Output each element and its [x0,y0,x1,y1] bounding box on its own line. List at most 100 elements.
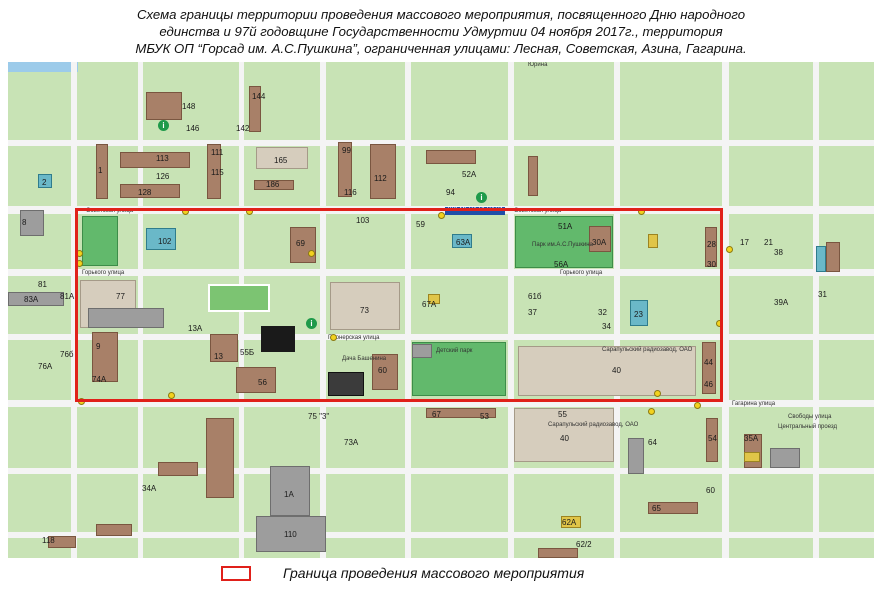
road-marksa [813,62,819,558]
building [120,152,190,168]
stop-marker[interactable] [716,320,723,327]
building [120,184,180,198]
building [338,142,352,197]
title-line-3: МБУК ОП “Горсад им. А.С.Пушкина”, ограни… [135,41,747,56]
street-gagarina: Гагарина улица [732,401,776,407]
place-det-park: Детский парк [436,348,473,354]
place-radiozavod-2: Сарапульский радиозавод, ОАО [548,422,639,428]
building [96,144,108,199]
road-h1 [8,140,874,146]
building-label: 60 [378,366,387,375]
building-label: 81 [38,280,47,289]
stop-marker[interactable] [694,402,701,409]
building [370,144,396,199]
building [428,294,440,304]
building-label: 63А [456,238,471,247]
building-label: 146 [186,124,200,133]
building-label: 186 [266,180,280,189]
stop-marker[interactable] [330,334,337,341]
building-label: 23 [634,310,643,319]
stop-marker[interactable] [168,392,175,399]
building-label: 144 [252,92,266,101]
park-left [82,216,118,266]
building-label: 32 [598,308,607,317]
stop-marker[interactable] [76,260,83,267]
building-label: 34 [602,322,611,331]
building [412,344,432,358]
stop-marker[interactable] [182,208,189,215]
building-label: 73 [360,306,369,315]
place-park-pushkin: Парк им.А.С.Пушкина [532,242,593,248]
city-map[interactable]: 148 146 113 126 128 111 115 165 186 2 1 … [8,62,874,558]
building [92,332,118,382]
building-label: 69 [296,239,305,248]
building [8,292,64,306]
building [330,282,400,330]
building [48,536,76,548]
road-lesnaya [71,62,77,558]
info-icon[interactable]: i [158,120,169,131]
building-label: 64 [648,438,657,447]
building-label: 110 [284,530,297,539]
park-det [412,342,506,396]
building-label: 99 [342,146,351,155]
building-label: 55 [558,410,567,419]
stop-marker[interactable] [654,390,661,397]
building-label: 40 [560,434,569,443]
building [254,180,294,190]
building [249,86,261,132]
building-label: 56 [258,378,267,387]
road-pionerskaya [8,334,874,340]
building-label: 37 [528,308,537,317]
info-icon[interactable]: i [476,192,487,203]
building-label: 1А [284,490,294,499]
building-label: 81А [60,292,75,301]
building [518,346,696,396]
building-label: 67А [422,300,437,309]
building-label: 67 [432,410,441,419]
building-label: 2 [42,178,47,187]
building-label: 30А [592,238,607,247]
info-icon[interactable]: i [306,318,317,329]
legend-swatch [221,566,251,581]
building [210,334,238,362]
stop-marker[interactable] [638,208,645,215]
building [256,147,308,169]
road-v4 [320,62,326,558]
title-line-1: Схема границы территории проведения масс… [136,7,746,22]
building-label: 56А [554,260,569,269]
stadium [208,284,270,312]
building-label: 128 [138,188,152,197]
building-label: 61б [528,292,542,301]
building-label: 40 [612,366,621,375]
building [426,150,476,164]
stop-marker[interactable] [246,208,253,215]
building [702,342,716,394]
building [705,227,717,267]
stop-marker[interactable] [78,398,85,405]
road-gorkogo [8,269,874,276]
building-label: 8 [22,218,27,227]
stop-marker[interactable] [308,250,315,257]
building [146,92,182,120]
building-label: 165 [274,156,288,165]
stop-marker[interactable] [648,408,655,415]
building [648,234,658,248]
street-pionerskaya: Пионерская улица [328,335,380,341]
building-label: 65 [652,504,661,513]
building [270,466,310,516]
building [207,144,221,199]
building-label: 51А [558,222,573,231]
building-label: 116 [344,188,357,197]
building [630,300,648,326]
building-label: 13 [214,352,223,361]
stop-marker[interactable] [438,212,445,219]
dacha-photo [328,372,364,396]
building-label: 59 [416,220,425,229]
building [706,418,718,462]
stop-marker[interactable] [76,250,83,257]
stop-marker[interactable] [726,246,733,253]
event-logo [261,326,295,352]
building-label: 46 [704,380,713,389]
building [628,438,644,474]
